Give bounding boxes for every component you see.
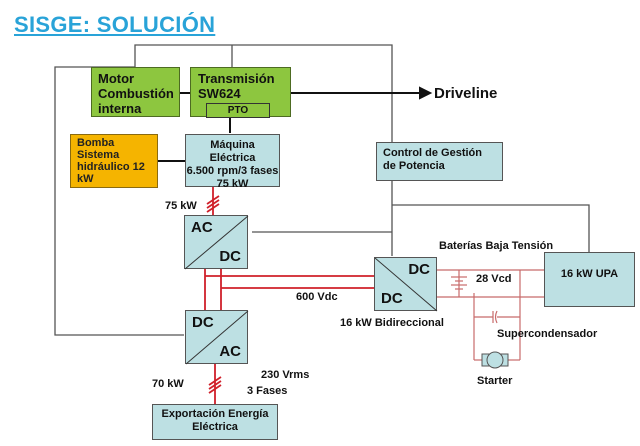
pump-label-line: kW	[77, 173, 94, 185]
power-75kw-label: 75 kW	[165, 200, 197, 212]
motor-label-line: interna	[98, 101, 142, 116]
phases-3-label: 3 Fases	[247, 385, 288, 397]
power-wiring	[204, 186, 375, 405]
pto-block: PTO	[206, 103, 270, 118]
hydraulic-pump-block: Bomba Sistema hidráulico 12 kW	[70, 134, 158, 188]
pump-label-line: Bomba	[77, 137, 115, 149]
dc-ac-converter: DC AC	[185, 310, 249, 365]
control-label-line: Control de Gestión	[383, 147, 482, 159]
driveline-label: Driveline	[434, 85, 498, 102]
machine-label-line: 6.500 rpm/3 fases	[186, 165, 279, 177]
export-label-line: Eléctrica	[192, 421, 238, 433]
energy-export-block: Exportación Energía Eléctrica	[152, 404, 278, 440]
converter-bottom-label: DC	[219, 248, 241, 265]
low-voltage-wiring	[437, 269, 545, 361]
motor-label-line: Motor	[98, 71, 135, 86]
starter-icon	[481, 351, 509, 369]
transmission-label-line: Transmisión	[198, 71, 275, 86]
pump-label-line: hidráulico 12	[77, 161, 145, 173]
converter-diagonal	[375, 258, 438, 312]
transmission-block: Transmisión SW624	[190, 67, 291, 117]
ac-dc-converter: AC DC	[184, 215, 249, 270]
vcd-28-label: 28 Vcd	[476, 273, 512, 285]
supercapacitor-label: Supercondensador	[497, 328, 598, 340]
bus-600vdc-label: 600 Vdc	[296, 291, 338, 303]
export-label-line: Exportación Energía	[161, 408, 269, 420]
batteries-label: Baterías Baja Tensión	[439, 240, 554, 252]
driveline-arrow	[419, 86, 433, 100]
converter-diagonal	[186, 311, 249, 365]
converter-bottom-label: DC	[381, 290, 403, 307]
converter-bottom-label: AC	[219, 343, 241, 360]
converter-diagonal	[185, 216, 249, 270]
electric-machine-block: Máquina Eléctrica 6.500 rpm/3 fases 75 k…	[185, 134, 280, 190]
power-70kw-label: 70 kW	[152, 378, 184, 390]
dc-dc-bidirectional-converter: DC DC	[374, 257, 438, 312]
pump-label-line: Sistema	[77, 149, 120, 161]
converter-top-label: AC	[191, 219, 213, 236]
bidirectional-label: 16 kW Bidireccional	[340, 317, 444, 329]
converter-top-label: DC	[408, 261, 430, 278]
motor-combustion-block: Motor Combustión interna	[91, 67, 180, 117]
control-label-line: de Potencia	[383, 160, 445, 172]
power-management-control-block: Control de Gestión de Potencia	[376, 142, 503, 181]
mechanical-links	[158, 86, 433, 162]
motor-label-line: Combustión	[98, 86, 174, 101]
vrms-230-label: 230 Vrms	[261, 369, 310, 381]
page-title: SISGE: SOLUCIÓN	[14, 12, 216, 37]
upa-block: 16 kW UPA	[544, 252, 635, 307]
machine-label-line: 75 kW	[216, 178, 249, 190]
converter-top-label: DC	[192, 314, 214, 331]
pto-label: PTO	[227, 105, 249, 116]
transmission-label-line: SW624	[198, 86, 241, 101]
upa-label: 16 kW UPA	[560, 268, 619, 280]
starter-label: Starter	[477, 375, 513, 387]
machine-label-line: Máquina Eléctrica	[209, 139, 256, 164]
